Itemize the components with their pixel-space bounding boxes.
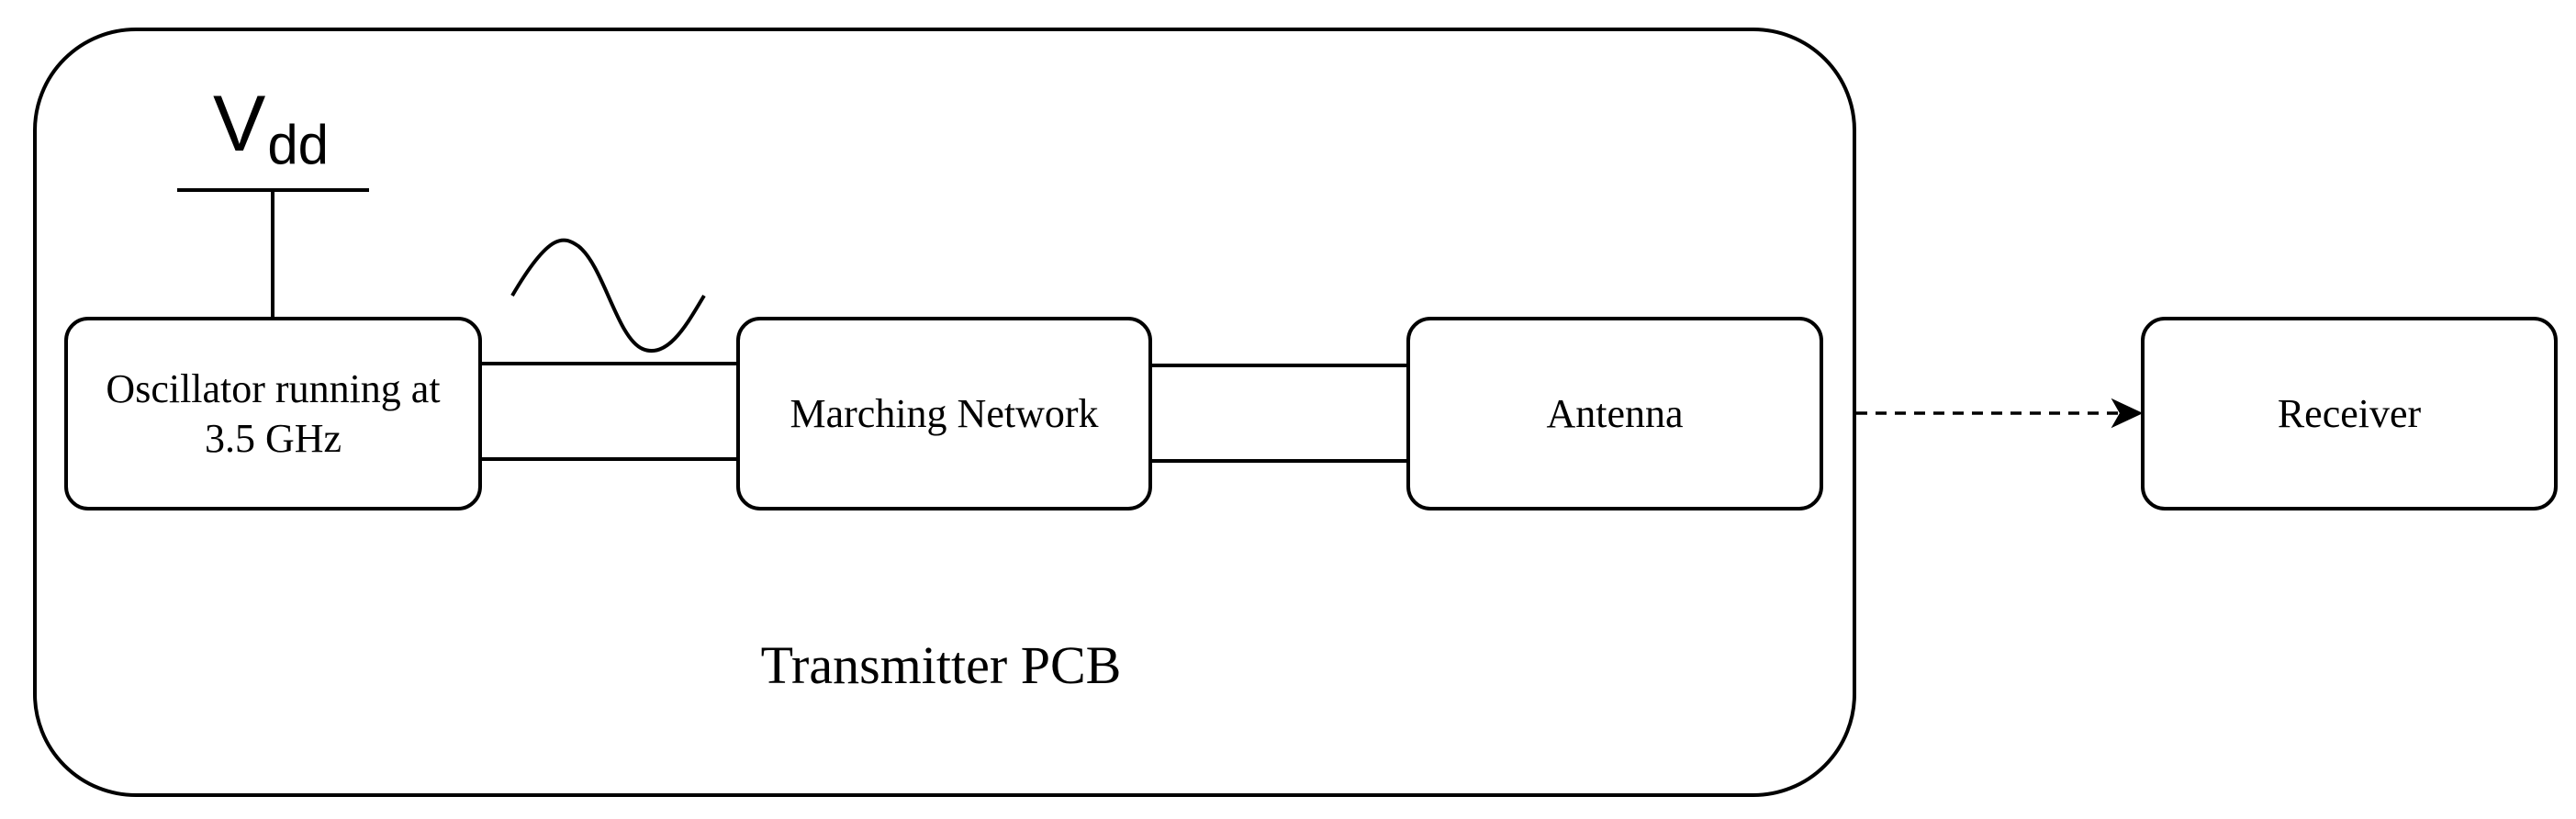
transmitter-pcb-enclosure	[33, 28, 1856, 797]
transmitter-pcb-label: Transmitter PCB	[760, 635, 1122, 695]
oscillator-label-line2: 3.5 GHz	[204, 415, 342, 461]
vdd-subscript: dd	[267, 114, 330, 175]
antenna-label: Antenna	[1546, 390, 1684, 436]
vdd-symbol: V	[212, 80, 266, 168]
oscillator-block: Oscillator running at 3.5 GHz	[64, 317, 482, 510]
arrowhead-icon	[2111, 398, 2144, 429]
matching-network-block: Marching Network	[736, 317, 1152, 510]
sine-wave-icon	[510, 238, 706, 353]
oscillator-label-line1: Oscillator running at	[106, 365, 441, 411]
receiver-label: Receiver	[2277, 390, 2422, 436]
vdd-supply-label: Vdd	[193, 73, 349, 183]
oscillator-label: Oscillator running at 3.5 GHz	[76, 365, 471, 464]
matching-network-label: Marching Network	[790, 390, 1099, 436]
antenna-block: Antenna	[1406, 317, 1823, 510]
receiver-block: Receiver	[2141, 317, 2558, 510]
